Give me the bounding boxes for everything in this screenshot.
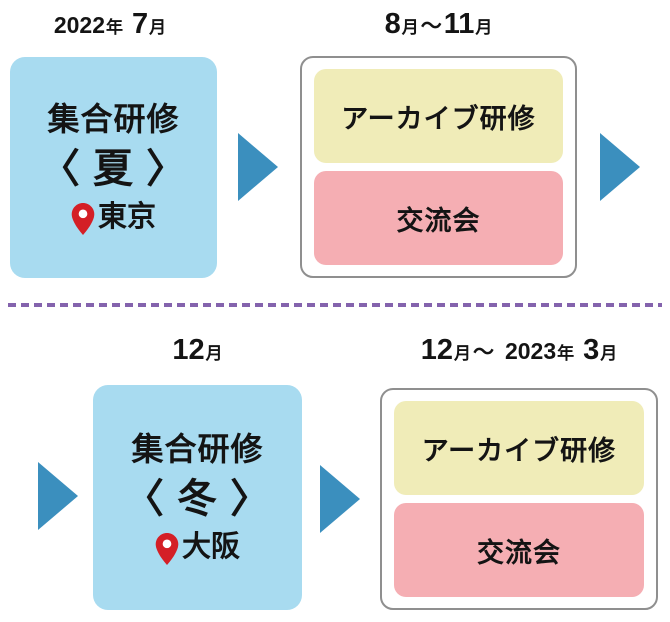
month-unit: 月	[600, 344, 618, 363]
phase2-program-box: アーカイブ研修 交流会	[380, 388, 658, 610]
year-unit: 年	[557, 344, 575, 363]
phase1-program-box: アーカイブ研修 交流会	[300, 56, 577, 278]
location-label: 大阪	[181, 531, 240, 564]
location-pin-icon	[155, 532, 179, 565]
phase1-main-training-box: 集合研修 〈 夏 〉 東京	[10, 57, 217, 278]
month-to: 11	[443, 8, 475, 40]
exchange-meeting-box: 交流会	[314, 171, 563, 265]
tilde: 〜	[472, 341, 494, 364]
year-unit: 年	[106, 18, 124, 37]
month-unit: 月	[401, 18, 419, 37]
location-label: 東京	[97, 201, 156, 234]
month-unit: 月	[149, 18, 167, 37]
arrow-right-icon	[238, 133, 278, 201]
exchange-meeting-box: 交流会	[394, 503, 644, 597]
training-location: 東京	[71, 200, 156, 235]
training-title: 集合研修	[131, 430, 264, 467]
month-number: 7	[132, 8, 149, 40]
month-from: 8	[384, 8, 401, 40]
month-from: 12	[420, 334, 453, 366]
arrow-right-icon	[38, 462, 78, 530]
archive-training-box: アーカイブ研修	[314, 69, 563, 163]
month-unit: 月	[205, 344, 223, 363]
month-to: 3	[583, 334, 600, 366]
archive-training-box: アーカイブ研修	[394, 401, 644, 495]
month-unit: 月	[475, 18, 493, 37]
month-number: 12	[172, 334, 205, 366]
month-unit: 月	[453, 344, 471, 363]
arrow-right-icon	[600, 133, 640, 201]
location-pin-icon	[71, 202, 95, 235]
tilde: 〜	[420, 15, 442, 38]
phase2-main-training-box: 集合研修 〈 冬 〉 大阪	[93, 385, 302, 610]
training-location: 大阪	[155, 530, 240, 565]
training-season: 〈 冬 〉	[123, 477, 272, 522]
training-title: 集合研修	[47, 100, 180, 137]
year-number: 2022	[53, 12, 106, 38]
arrow-right-icon	[320, 465, 360, 533]
dashed-divider	[8, 303, 662, 307]
training-season: 〈 夏 〉	[39, 147, 188, 192]
year-number: 2023	[504, 338, 557, 364]
